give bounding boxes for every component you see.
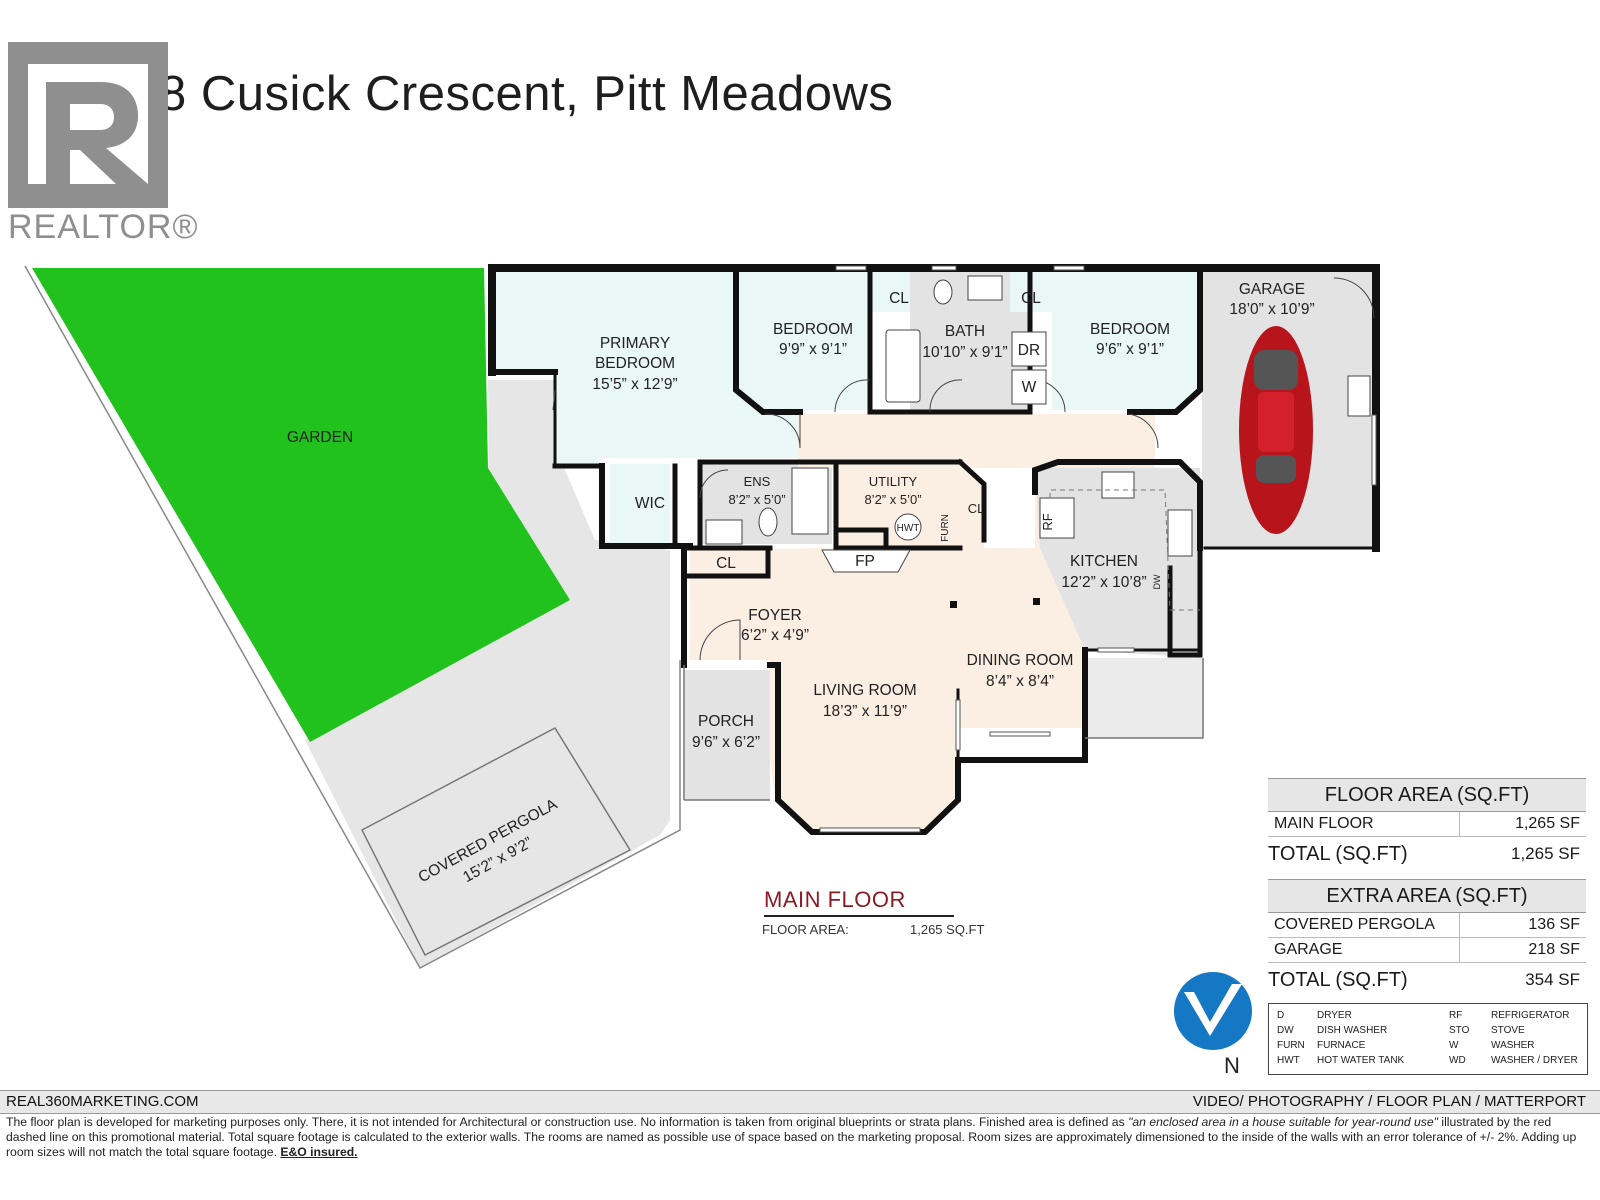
kitchen-area xyxy=(1035,468,1200,658)
extra-area-header: EXTRA AREA (SQ.FT) xyxy=(1268,879,1586,913)
garden-area xyxy=(32,268,570,742)
svg-text:CL: CL xyxy=(968,501,985,516)
svg-text:CL: CL xyxy=(889,290,909,307)
water-heater-icon xyxy=(894,513,922,541)
footer-bar xyxy=(0,1090,1600,1114)
realtor-r-icon xyxy=(8,42,168,208)
svg-text:FP: FP xyxy=(855,553,875,570)
svg-text:DINING ROOM: DINING ROOM xyxy=(967,652,1074,669)
footer-website: REAL360MARKETING.COM xyxy=(6,1093,199,1110)
svg-text:W: W xyxy=(1022,379,1037,396)
fridge-icon xyxy=(1039,497,1075,539)
bedroom-1-area xyxy=(736,272,870,410)
realtor-wordmark: REALTOR® xyxy=(8,208,199,246)
porch-area xyxy=(684,670,770,800)
svg-text:15’5” x 12’9”: 15’5” x 12’9” xyxy=(592,376,677,393)
kitchen-sink-icon xyxy=(1167,509,1193,557)
primary-bedroom-area xyxy=(492,272,798,466)
svg-text:FURN: FURN xyxy=(940,514,951,542)
floor-area-total: TOTAL (SQ.FT) 1,265 SF xyxy=(1268,843,1580,865)
svg-text:KITCHEN: KITCHEN xyxy=(1070,553,1138,570)
car-icon xyxy=(1239,326,1313,534)
ens-sink-icon xyxy=(705,519,743,545)
page-title: 19358 Cusick Crescent, Pitt Meadows xyxy=(48,67,894,121)
svg-text:BATH: BATH xyxy=(945,323,985,340)
label-garden: GARDEN xyxy=(287,429,353,446)
disclaimer: The floor plan is developed for marketin… xyxy=(6,1115,1577,1159)
svg-text:HWT: HWT xyxy=(897,523,920,534)
abbreviation-legend: D DRYER DW DISH WASHER FURN FURNACE HWT … xyxy=(1268,1003,1588,1075)
table-row: COVERED PERGOLA 136 SF xyxy=(1268,913,1586,938)
fireplace-icon xyxy=(821,549,911,573)
svg-text:8’4” x 8’4”: 8’4” x 8’4” xyxy=(986,673,1054,690)
svg-text:DR: DR xyxy=(1018,342,1040,359)
footer-services: VIDEO/ PHOTOGRAPHY / FLOOR PLAN / MATTER… xyxy=(1192,1093,1586,1110)
covered-pergola-area xyxy=(360,727,632,957)
main-floor-title: MAIN FLOOR xyxy=(764,887,906,912)
sink-icon xyxy=(967,275,1003,301)
svg-text:18’0” x 10’9”: 18’0” x 10’9” xyxy=(1229,301,1314,318)
svg-text:18’3” x 11’9”: 18’3” x 11’9” xyxy=(823,703,907,720)
svg-text:BEDROOM: BEDROOM xyxy=(1090,321,1170,338)
svg-text:9’9” x 9’1”: 9’9” x 9’1” xyxy=(779,341,847,358)
svg-text:10’10” x 9’1”: 10’10” x 9’1” xyxy=(922,344,1007,361)
wic-area xyxy=(610,464,670,544)
svg-text:PORCH: PORCH xyxy=(698,713,754,730)
toilet-icon xyxy=(933,279,953,305)
svg-text:6’2” x 4’9”: 6’2” x 4’9” xyxy=(741,627,809,644)
svg-text:FOYER: FOYER xyxy=(748,607,801,624)
main-floor-underline xyxy=(764,915,954,917)
svg-text:8’2” x 5’0”: 8’2” x 5’0” xyxy=(728,492,785,507)
svg-text:BEDROOM: BEDROOM xyxy=(595,355,675,372)
north-compass-icon xyxy=(1174,972,1252,1050)
floor-area-table: FLOOR AREA (SQ.FT) MAIN FLOOR 1,265 SF T… xyxy=(1268,778,1586,871)
svg-text:CL: CL xyxy=(1021,290,1041,307)
svg-text:GARAGE: GARAGE xyxy=(1239,281,1305,298)
svg-text:12’2” x 10’8”: 12’2” x 10’8” xyxy=(1061,574,1146,591)
compass-north-label: N xyxy=(1224,1053,1240,1078)
svg-text:ENS: ENS xyxy=(744,474,771,489)
svg-text:8’2” x 5’0”: 8’2” x 5’0” xyxy=(864,492,921,507)
extra-area-total: TOTAL (SQ.FT) 354 SF xyxy=(1268,969,1580,991)
stove-icon xyxy=(1101,471,1135,499)
table-row: GARAGE 218 SF xyxy=(1268,938,1586,963)
svg-text:WIC: WIC xyxy=(635,495,665,512)
main-floor-area-label: FLOOR AREA: xyxy=(762,922,849,937)
svg-text:9’6” x 9’1”: 9’6” x 9’1” xyxy=(1096,341,1164,358)
svg-text:UTILITY: UTILITY xyxy=(869,474,918,489)
svg-text:DW: DW xyxy=(1152,574,1162,589)
svg-text:LIVING ROOM: LIVING ROOM xyxy=(813,682,916,699)
main-floor-area-value: 1,265 SQ.FT xyxy=(910,922,985,937)
extra-area-table: EXTRA AREA (SQ.FT) COVERED PERGOLA 136 S… xyxy=(1268,879,1586,997)
svg-text:BEDROOM: BEDROOM xyxy=(773,321,853,338)
table-row: MAIN FLOOR 1,265 SF xyxy=(1268,812,1586,837)
ens-toilet-icon xyxy=(758,507,778,537)
bathtub-icon xyxy=(885,329,921,403)
svg-text:CL: CL xyxy=(716,555,736,572)
shower-icon xyxy=(791,467,829,535)
svg-text:9’6” x 6’2”: 9’6” x 6’2” xyxy=(692,734,760,751)
floor-area-header: FLOOR AREA (SQ.FT) xyxy=(1268,778,1586,812)
bedroom-2-area xyxy=(1052,272,1202,410)
svg-text:PRIMARY: PRIMARY xyxy=(600,335,670,352)
svg-text:RF: RF xyxy=(1040,513,1055,530)
